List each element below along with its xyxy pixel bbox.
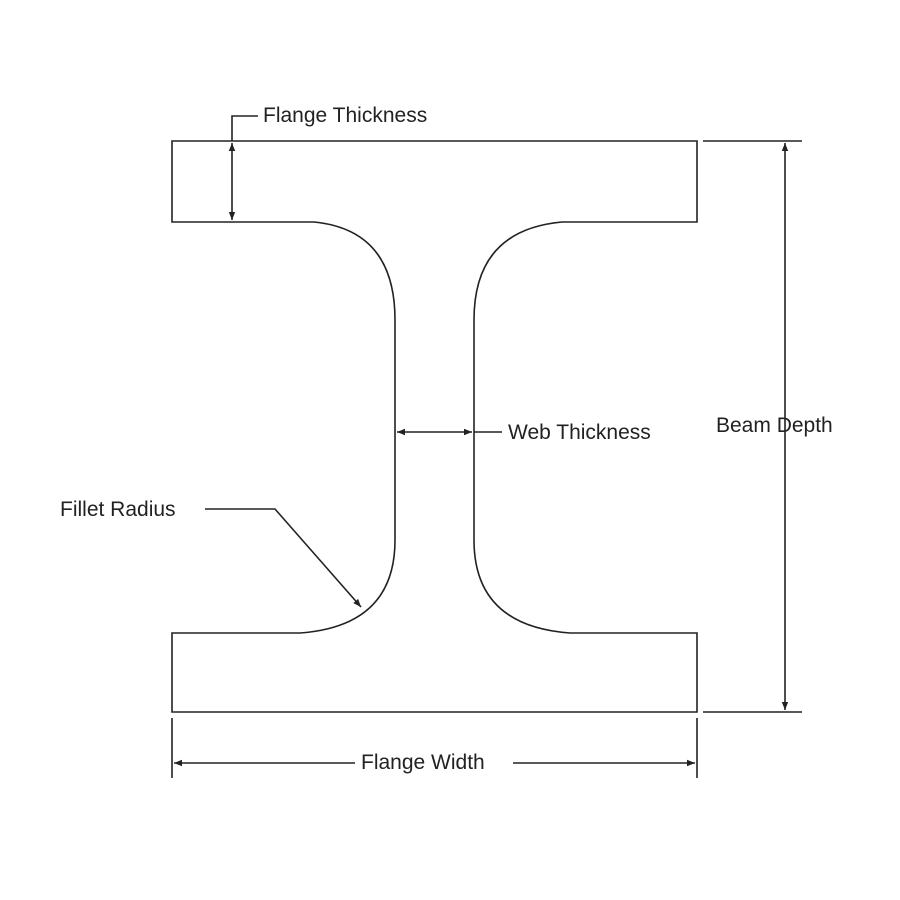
flange-thickness-label: Flange Thickness bbox=[263, 104, 428, 127]
flange-thickness-leader bbox=[231, 115, 258, 141]
beam-outline bbox=[171, 140, 698, 713]
web-thickness-label: Web Thickness bbox=[508, 421, 651, 444]
flange-width-label: Flange Width bbox=[361, 751, 485, 774]
fillet-radius-leader bbox=[205, 508, 362, 608]
beam-depth-label: Beam Depth bbox=[716, 414, 833, 437]
fillet-radius-label: Fillet Radius bbox=[60, 498, 176, 521]
